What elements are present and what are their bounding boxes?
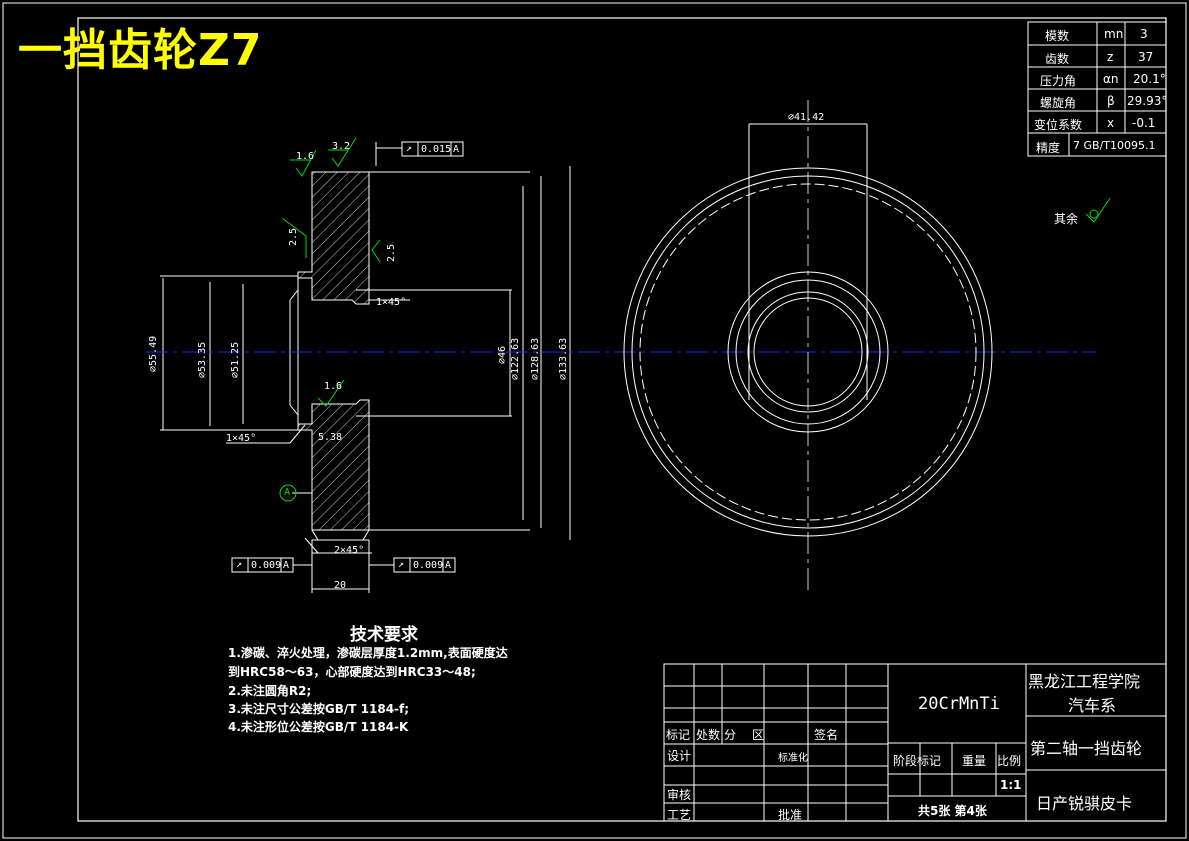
title-block-grid [663,663,1167,822]
tolerance-frames [231,141,464,573]
section-view [160,166,571,593]
roughness-symbols [279,137,1111,502]
inner-frame [77,17,1167,822]
front-view [623,123,993,537]
params-table-grid [1027,21,1167,157]
